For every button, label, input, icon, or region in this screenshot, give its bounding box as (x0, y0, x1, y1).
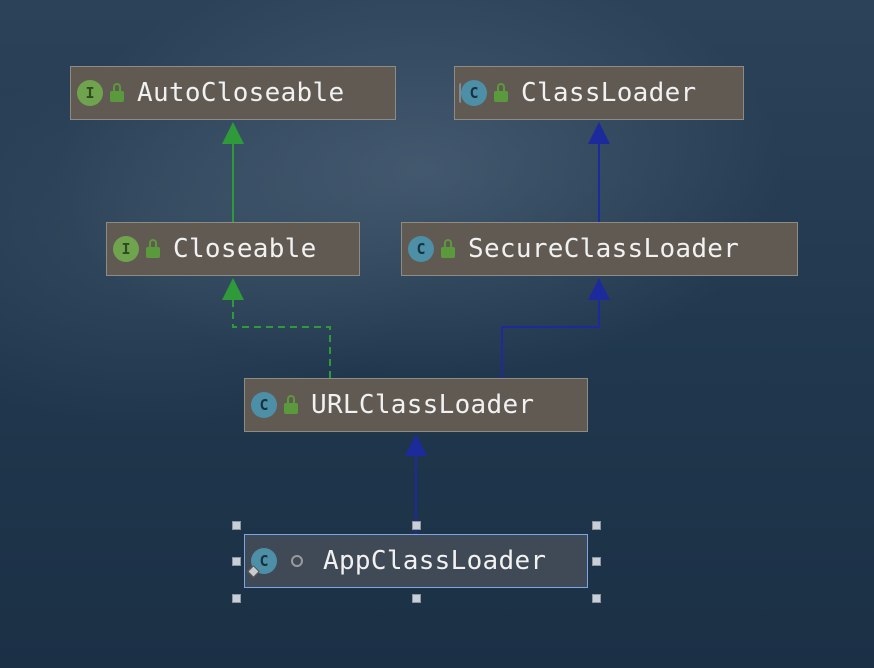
node-appclassloader[interactable]: C AppClassLoader (244, 534, 588, 588)
resize-handle-left[interactable] (232, 557, 241, 566)
resize-handle-bottom-left[interactable] (232, 594, 241, 603)
resize-handle-bottom[interactable] (412, 594, 421, 603)
edge-secureclassloader-to-classloader (588, 122, 610, 222)
resize-handle-top-right[interactable] (592, 521, 601, 530)
static-class-icon: C (247, 548, 277, 578)
node-label: Closeable (173, 234, 317, 264)
node-label: AutoCloseable (137, 78, 345, 108)
edge-appclassloader-to-urlclassloader (405, 434, 427, 534)
node-label: SecureClassLoader (468, 234, 740, 264)
node-autocloseable[interactable]: I AutoCloseable (70, 66, 396, 120)
node-label: AppClassLoader (323, 546, 547, 576)
edge-closeable-to-autocloseable (222, 122, 244, 222)
node-urlclassloader[interactable]: C URLClassLoader (244, 378, 588, 432)
interface-icon: I (77, 80, 103, 106)
public-lock-icon (493, 83, 509, 103)
resize-handle-right[interactable] (592, 557, 601, 566)
package-private-icon (291, 555, 303, 567)
abstract-class-icon: C (459, 80, 487, 106)
public-lock-icon (283, 395, 299, 415)
class-icon: C (251, 392, 277, 418)
node-closeable[interactable]: I Closeable (106, 222, 360, 276)
resize-handle-top-left[interactable] (232, 521, 241, 530)
public-lock-icon (145, 239, 161, 259)
public-lock-icon (109, 83, 125, 103)
node-classloader[interactable]: C ClassLoader (454, 66, 744, 120)
class-icon: C (408, 236, 434, 262)
static-marker-icon (247, 565, 260, 578)
resize-handle-top[interactable] (412, 521, 421, 530)
node-label: URLClassLoader (311, 390, 535, 420)
public-lock-icon (440, 239, 456, 259)
node-secureclassloader[interactable]: C SecureClassLoader (401, 222, 798, 276)
interface-icon: I (113, 236, 139, 262)
edge-urlclassloader-to-closeable (222, 278, 331, 378)
edge-urlclassloader-to-secureclassloader (501, 278, 610, 378)
resize-handle-bottom-right[interactable] (592, 594, 601, 603)
node-label: ClassLoader (521, 78, 697, 108)
